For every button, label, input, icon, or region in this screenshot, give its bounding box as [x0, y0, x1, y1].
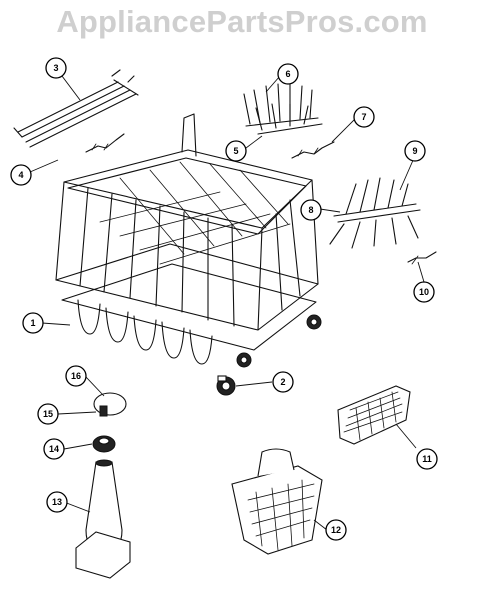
cap-part	[93, 392, 127, 416]
callout-8: 8	[300, 199, 322, 221]
callout-3: 3	[45, 57, 67, 79]
svg-text:8: 8	[308, 205, 313, 215]
svg-text:15: 15	[43, 409, 53, 419]
svg-text:13: 13	[52, 497, 62, 507]
callout-10: 10	[413, 281, 435, 303]
rack-clip-part	[85, 133, 125, 153]
callout-7: 7	[353, 106, 375, 128]
svg-text:4: 4	[18, 170, 23, 180]
callout-16: 16	[65, 365, 87, 387]
svg-text:1: 1	[30, 318, 35, 328]
svg-text:14: 14	[49, 444, 59, 454]
callout-5: 5	[225, 140, 247, 162]
svg-text:2: 2	[280, 377, 285, 387]
callout-1: 1	[22, 312, 44, 334]
rod-rack-part	[13, 69, 139, 148]
svg-text:3: 3	[53, 63, 58, 73]
tine-clip-part	[291, 141, 335, 159]
callout-9: 9	[404, 140, 426, 162]
lower-rack-basket-part	[55, 113, 322, 368]
svg-text:16: 16	[71, 371, 81, 381]
callout-14: 14	[43, 438, 65, 460]
screw-part	[99, 405, 108, 417]
leader-lines	[29, 75, 425, 531]
callout-13: 13	[46, 491, 68, 513]
callout-4: 4	[10, 164, 32, 186]
svg-text:10: 10	[419, 287, 429, 297]
silverware-basket-large-part	[231, 448, 323, 555]
svg-text:11: 11	[422, 454, 432, 464]
svg-text:5: 5	[233, 146, 238, 156]
svg-text:6: 6	[285, 69, 290, 79]
tine-row-part	[243, 83, 323, 135]
spray-hub-part	[92, 435, 116, 453]
watermark-text: AppliancePartsPros.com	[56, 4, 428, 39]
svg-text:9: 9	[412, 146, 417, 156]
callout-11: 11	[416, 448, 438, 470]
svg-text:7: 7	[361, 112, 366, 122]
svg-text:12: 12	[331, 525, 341, 535]
roller-wheel-part	[216, 375, 236, 396]
tine-assembly-part	[329, 177, 421, 249]
callout-2: 2	[272, 371, 294, 393]
spray-tower-part	[75, 459, 131, 579]
callout-6: 6	[277, 63, 299, 85]
callout-12: 12	[325, 519, 347, 541]
silverware-basket-small-part	[337, 385, 411, 445]
small-clip-part	[407, 251, 437, 265]
callout-15: 15	[37, 403, 59, 425]
